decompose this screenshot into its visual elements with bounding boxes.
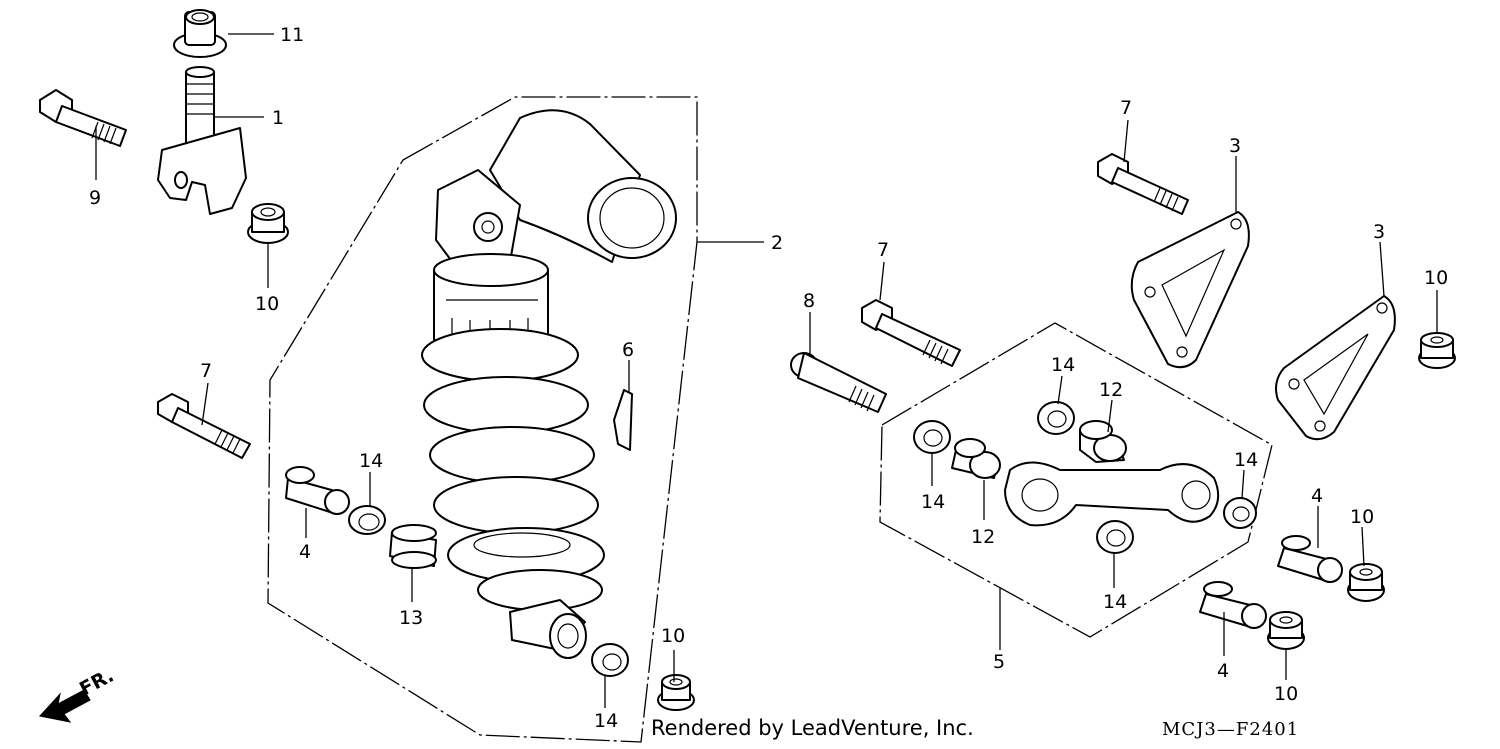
bearing-14-link-top xyxy=(1037,401,1075,435)
bearing-14-bottom xyxy=(591,643,629,677)
callout-13: 13 xyxy=(399,607,423,629)
shock-link-5 xyxy=(1004,461,1220,527)
callout-labels: 11 1 9 10 2 7 14 4 13 6 14 10 7 3 3 10 7… xyxy=(89,24,1448,732)
link-plate-3-left xyxy=(1130,211,1250,369)
callout-14e: 14 xyxy=(1103,591,1127,613)
callout-2: 2 xyxy=(771,232,783,254)
front-arrow-icon xyxy=(39,689,91,723)
callout-10b: 10 xyxy=(661,625,685,647)
callout-10e: 10 xyxy=(1274,683,1298,705)
callout-12b: 12 xyxy=(971,526,995,548)
flange-nut-10b xyxy=(657,674,695,711)
bolt-7-upper xyxy=(1097,153,1189,215)
callout-9: 9 xyxy=(89,187,101,209)
flange-nut-top xyxy=(173,9,227,58)
bearing-14-link-right xyxy=(1223,497,1257,529)
flange-nut-10a xyxy=(247,203,289,244)
callout-14f: 14 xyxy=(1234,449,1258,471)
callout-7b: 7 xyxy=(1120,97,1132,119)
needle-bearing-13 xyxy=(389,524,437,569)
collar-12-link-left xyxy=(951,438,1001,479)
collar-4-left xyxy=(285,466,350,515)
bolt-9 xyxy=(39,89,127,147)
collar-4-right-upper xyxy=(1277,535,1343,583)
link-plate-3-right xyxy=(1275,295,1396,441)
bearing-14-link-bottom xyxy=(1096,520,1134,554)
flange-nut-10c xyxy=(1418,332,1456,369)
callout-7a: 7 xyxy=(200,360,212,382)
callout-8: 8 xyxy=(803,290,815,312)
callout-10a: 10 xyxy=(255,293,279,315)
callout-4c: 4 xyxy=(1217,660,1229,682)
bolt-8 xyxy=(790,352,887,413)
link-assembly-group-outline xyxy=(879,322,1273,638)
callout-1: 1 xyxy=(272,107,284,129)
shock-assembly-group-outline xyxy=(267,96,698,743)
collar-12-link-top xyxy=(1079,420,1127,463)
callout-4a: 4 xyxy=(299,541,311,563)
callout-14b: 14 xyxy=(594,710,618,732)
callout-10d: 10 xyxy=(1350,506,1374,528)
bearing-14-link-left xyxy=(913,420,951,454)
render-credit: Rendered by LeadVenture, Inc. xyxy=(651,716,974,740)
caution-label-6 xyxy=(613,389,633,451)
flange-nut-10e xyxy=(1267,611,1305,650)
upper-shock-mount xyxy=(157,66,247,215)
callout-11: 11 xyxy=(280,24,304,46)
bolt-7-middle xyxy=(861,299,961,367)
callout-3b: 3 xyxy=(1373,221,1385,243)
callout-5: 5 xyxy=(993,651,1005,673)
leader-lines xyxy=(95,33,1438,708)
collar-4-right-lower xyxy=(1199,581,1267,629)
callout-6: 6 xyxy=(622,339,634,361)
bolt-7-left xyxy=(157,393,251,459)
callout-7c: 7 xyxy=(877,239,889,261)
rear-shock-absorber xyxy=(421,109,677,659)
front-direction-indicator: FR. xyxy=(39,664,117,723)
callout-14d: 14 xyxy=(921,491,945,513)
callout-3a: 3 xyxy=(1229,135,1241,157)
figure-code: MCJ3—F2401 xyxy=(1162,719,1300,740)
callout-14c: 14 xyxy=(1051,354,1075,376)
callout-4b: 4 xyxy=(1311,485,1323,507)
bearing-14-left xyxy=(348,505,386,535)
flange-nut-10d xyxy=(1347,563,1385,602)
callout-14a: 14 xyxy=(359,450,383,472)
callout-10c: 10 xyxy=(1424,267,1448,289)
callout-12a: 12 xyxy=(1099,379,1123,401)
